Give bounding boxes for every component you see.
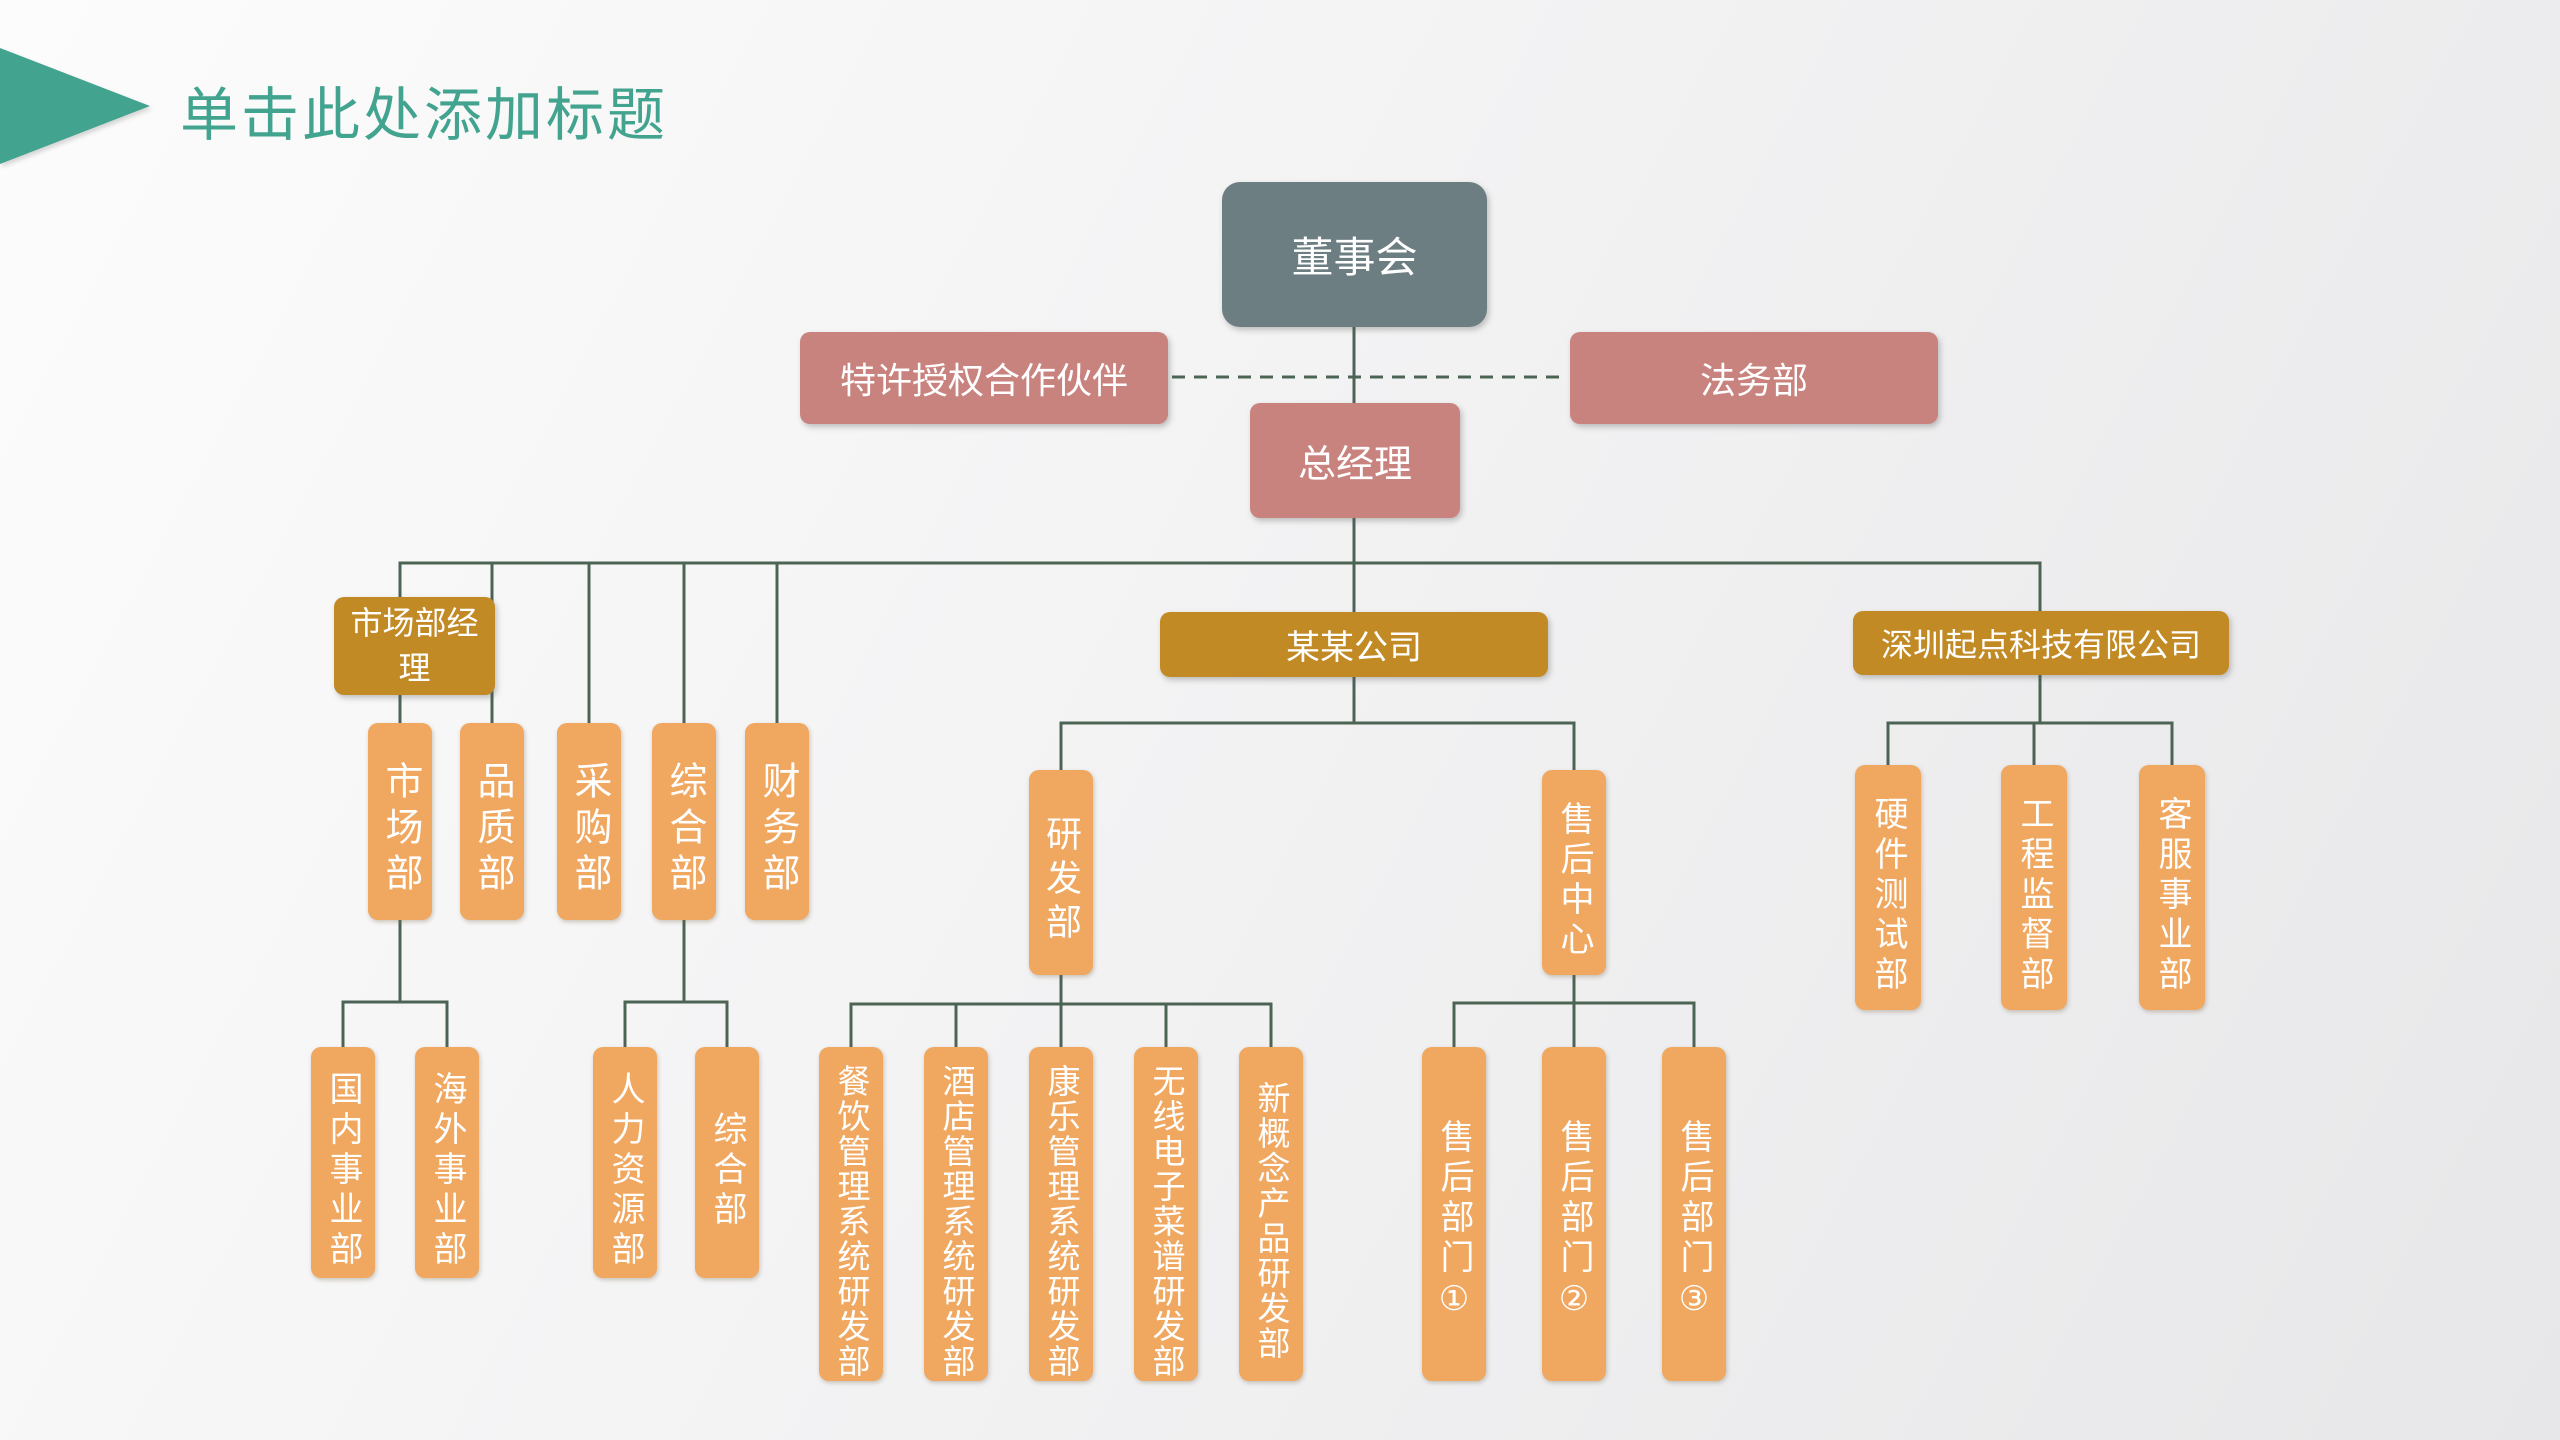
- dept-box-engineering-supervision[interactable]: 工程监督部: [2001, 765, 2067, 1010]
- connector-general-affairs-children-rail: [623, 1000, 729, 1047]
- dept-box-human-resources[interactable]: 人力资源部: [593, 1047, 657, 1278]
- marketing-manager-box[interactable]: 市场部经理: [334, 597, 495, 695]
- legal-dept-box[interactable]: 法务部: [1570, 332, 1938, 424]
- dept-box-quality[interactable]: 品质部: [460, 723, 524, 920]
- dept-box-domestic-business[interactable]: 国内事业部: [311, 1047, 375, 1278]
- shenzhen-company-box[interactable]: 深圳起点科技有限公司: [1853, 611, 2229, 675]
- dept-box-customer-service[interactable]: 客服事业部: [2139, 765, 2205, 1010]
- connector-marketing-children-rail: [341, 1000, 449, 1047]
- dept-box-aftersales-center[interactable]: 售后中心: [1542, 770, 1606, 975]
- dept-box-marketing[interactable]: 市场部: [368, 723, 432, 920]
- dept-box-hotel-rd[interactable]: 酒店管理系统研发部: [924, 1047, 988, 1381]
- dept-box-hardware-testing[interactable]: 硬件测试部: [1855, 765, 1921, 1010]
- connector-shenzhen-children-rail: [1886, 721, 2174, 765]
- dept-box-aftersales-2[interactable]: 售后部门②: [1542, 1047, 1606, 1381]
- dept-box-rd[interactable]: 研发部: [1029, 770, 1093, 975]
- board-of-directors-box[interactable]: 董事会: [1222, 182, 1487, 327]
- dept-box-catering-rd[interactable]: 餐饮管理系统研发部: [819, 1047, 883, 1381]
- franchise-partner-box[interactable]: 特许授权合作伙伴: [800, 332, 1168, 424]
- company-box[interactable]: 某某公司: [1160, 612, 1548, 677]
- dept-box-new-concept-rd[interactable]: 新概念产品研发部: [1239, 1047, 1303, 1381]
- connector-rd-aftersales-rail: [1059, 721, 1576, 770]
- dept-box-procurement[interactable]: 采购部: [557, 723, 621, 920]
- dept-box-wireless-menu-rd[interactable]: 无线电子菜谱研发部: [1134, 1047, 1198, 1381]
- connector-aftersales-children-rail: [1452, 1001, 1696, 1047]
- dept-box-overseas-business[interactable]: 海外事业部: [415, 1047, 479, 1278]
- connector-main-rail: [398, 561, 2042, 611]
- dept-box-general-affairs[interactable]: 综合部: [652, 723, 716, 920]
- dept-box-finance[interactable]: 财务部: [745, 723, 809, 920]
- slide-title-placeholder[interactable]: 单击此处添加标题: [180, 83, 669, 148]
- title-arrow-icon: [0, 48, 150, 164]
- general-manager-box[interactable]: 总经理: [1250, 403, 1460, 518]
- dept-box-general-affairs-sub[interactable]: 综合部: [695, 1047, 759, 1278]
- dept-box-aftersales-1[interactable]: 售后部门①: [1422, 1047, 1486, 1381]
- dept-box-recreation-rd[interactable]: 康乐管理系统研发部: [1029, 1047, 1093, 1381]
- dept-box-aftersales-3[interactable]: 售后部门③: [1662, 1047, 1726, 1381]
